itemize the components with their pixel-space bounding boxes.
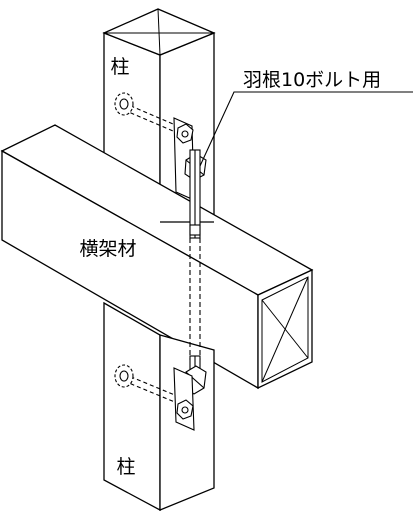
tie-rod-hidden: [189, 238, 201, 360]
lower-hidden-bolt: [123, 373, 183, 399]
callout-leader: [199, 91, 413, 167]
lower-bolt-end: [119, 370, 129, 382]
upper-hardware: [114, 92, 207, 239]
pillar-bottom-label: 柱: [116, 456, 135, 478]
pillar-top-label: 柱: [110, 56, 129, 78]
upper-bolt-end: [119, 98, 129, 110]
lower-plate: [173, 367, 195, 431]
bolt-callout-label: 羽根10ボルト用: [243, 69, 381, 91]
beam: [0, 124, 314, 390]
pillar-lower-front-face: [103, 301, 161, 511]
rod-sleeve: [189, 224, 201, 236]
upper-hidden-bolt: [123, 102, 181, 128]
lower-hardware: [114, 355, 207, 431]
beam-label: 横架材: [79, 238, 136, 260]
